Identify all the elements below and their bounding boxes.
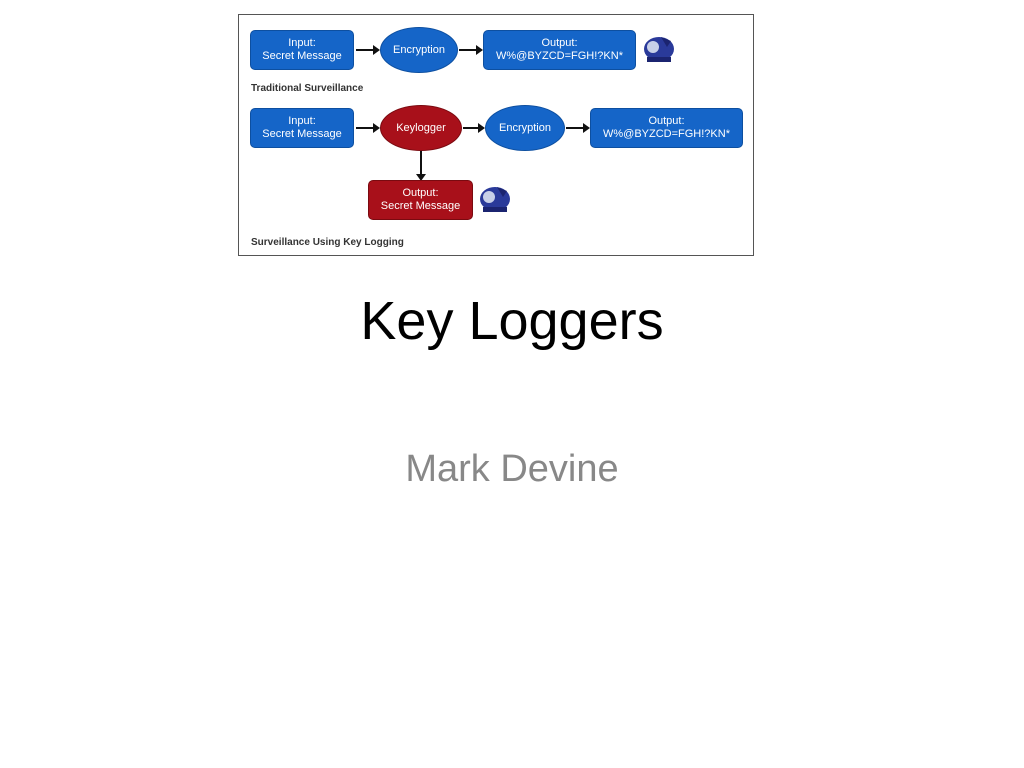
- arrow-down: [416, 151, 426, 181]
- trad-output-label: Output:: [541, 37, 578, 49]
- captured-output-box: Output: Secret Message: [368, 180, 473, 220]
- kl-output-box: Output: W%@BYZCD=FGH!?KN*: [590, 108, 743, 148]
- kl-input-value: Secret Message: [262, 128, 342, 140]
- arrow: [459, 45, 483, 55]
- kl-output-label: Output:: [648, 115, 685, 127]
- keylogger-node: Keylogger: [380, 105, 462, 151]
- spy-icon: [480, 187, 510, 212]
- kl-input-box: Input: Secret Message: [250, 108, 354, 148]
- kl-input-label: Input:: [288, 115, 316, 127]
- arrow: [463, 123, 485, 133]
- captured-output-value: Secret Message: [380, 200, 461, 212]
- kl-output-value: W%@BYZCD=FGH!?KN*: [603, 128, 730, 140]
- trad-input-label: Input:: [288, 37, 316, 49]
- trad-encryption-node: Encryption: [380, 27, 458, 73]
- slide-subtitle: Mark Devine: [405, 448, 619, 490]
- slide-title: Key Loggers: [360, 291, 664, 351]
- trad-output-box: Output: W%@BYZCD=FGH!?KN*: [483, 30, 636, 70]
- spy-icon: [644, 37, 674, 62]
- kl-encryption-node: Encryption: [485, 105, 565, 151]
- arrow: [356, 45, 380, 55]
- keylogger-diagram: Input: Secret Message Encryption Output:…: [238, 14, 754, 256]
- kl-encryption-label: Encryption: [499, 121, 551, 134]
- traditional-caption: Traditional Surveillance: [251, 83, 364, 94]
- keylogging-caption: Surveillance Using Key Logging: [251, 237, 404, 248]
- trad-encryption-label: Encryption: [393, 43, 445, 56]
- trad-input-box: Input: Secret Message: [250, 30, 354, 70]
- arrow: [356, 123, 380, 133]
- trad-output-value: W%@BYZCD=FGH!?KN*: [496, 50, 623, 62]
- keylogger-label: Keylogger: [396, 121, 446, 134]
- arrow: [566, 123, 590, 133]
- captured-output-label: Output:: [402, 187, 439, 199]
- trad-input-value: Secret Message: [262, 50, 342, 62]
